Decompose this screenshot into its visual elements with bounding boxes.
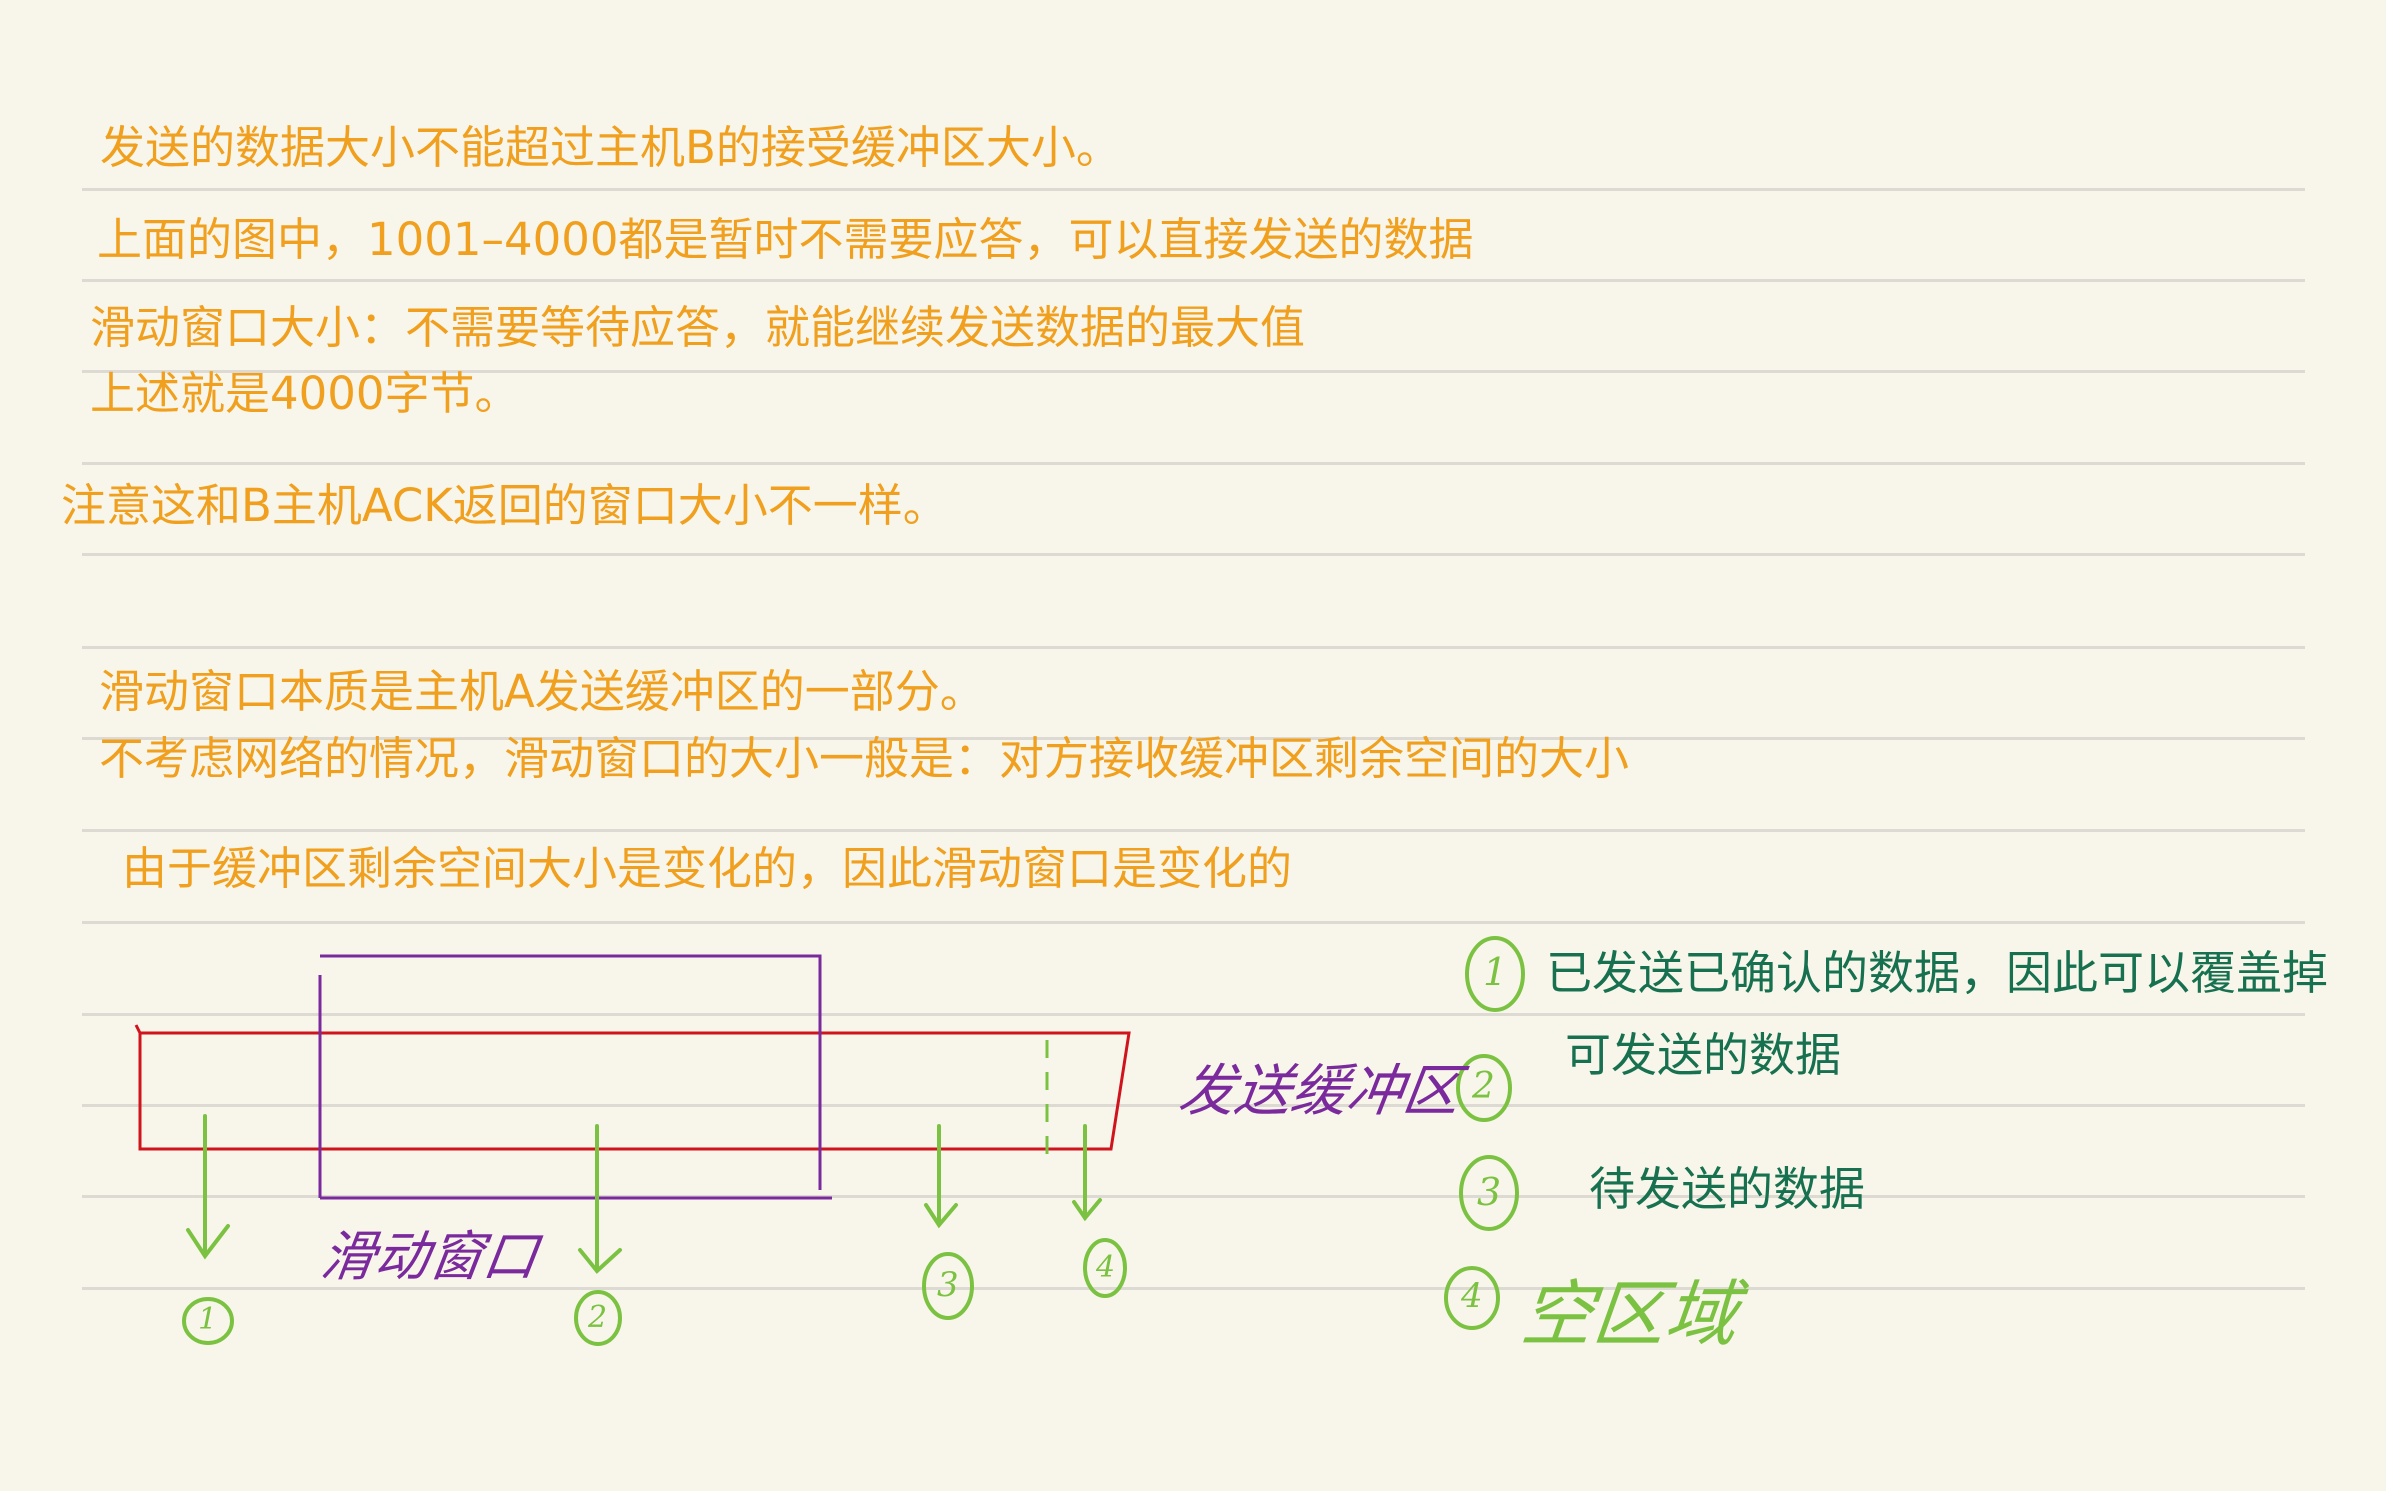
legend-marker: 4 bbox=[1461, 1276, 1483, 1316]
legend-marker: 3 bbox=[1477, 1170, 1502, 1214]
note-line: 由于缓冲区剩余空间大小是变化的，因此滑动窗口是变化的 bbox=[122, 842, 1293, 895]
send-buffer-outline bbox=[138, 1031, 1131, 1151]
ruled-line bbox=[82, 553, 2305, 556]
note-line: 发送的数据大小不能超过主机B的接受缓冲区大小。 bbox=[100, 121, 1121, 174]
legend-marker: 2 bbox=[1472, 1066, 1495, 1107]
marker-2: 2 bbox=[588, 1300, 608, 1335]
circle-marker bbox=[1456, 1054, 1512, 1122]
legend-item: 空区域 bbox=[1516, 1272, 1742, 1356]
ruled-line bbox=[82, 737, 2305, 740]
marker-1: 1 bbox=[198, 1302, 218, 1337]
circle-marker bbox=[182, 1297, 234, 1345]
circle-marker bbox=[922, 1252, 974, 1320]
legend-marker: 1 bbox=[1483, 950, 1508, 994]
note-line: 注意这和B主机ACK返回的窗口大小不一样。 bbox=[61, 479, 948, 532]
note-line: 上面的图中，1001–4000都是暂时不需要应答，可以直接发送的数据 bbox=[97, 213, 1474, 266]
ruled-line bbox=[82, 829, 2305, 832]
arrow-down-icon bbox=[578, 1124, 622, 1274]
note-line: 滑动窗口本质是主机A发送缓冲区的一部分。 bbox=[99, 665, 985, 718]
send-buffer-label: 发送缓冲区 bbox=[1174, 1059, 1464, 1124]
sliding-window-outline bbox=[320, 954, 822, 1190]
arrow-down-icon bbox=[1072, 1124, 1102, 1222]
circle-marker bbox=[1444, 1266, 1500, 1330]
ruled-line bbox=[82, 370, 2305, 373]
ruled-line bbox=[82, 462, 2305, 465]
circle-marker bbox=[1459, 1155, 1519, 1231]
ruled-line bbox=[82, 1287, 2305, 1290]
ruled-line bbox=[82, 188, 2305, 191]
ruled-line bbox=[82, 1104, 2305, 1107]
circle-marker bbox=[1465, 936, 1525, 1012]
arrow-down-icon bbox=[186, 1114, 230, 1260]
ruled-line bbox=[82, 921, 2305, 924]
marker-3: 3 bbox=[937, 1265, 959, 1305]
note-line: 上述就是4000字节。 bbox=[90, 367, 520, 420]
legend-item: 可发送的数据 bbox=[1565, 1028, 1841, 1082]
marker-4: 4 bbox=[1096, 1250, 1116, 1285]
note-line: 滑动窗口大小：不需要等待应答，就能继续发送数据的最大值 bbox=[90, 301, 1306, 354]
legend-item: 待发送的数据 bbox=[1589, 1162, 1865, 1216]
ruled-line bbox=[82, 279, 2305, 282]
note-line: 不考虑网络的情况，滑动窗口的大小一般是：对方接收缓冲区剩余空间的大小 bbox=[99, 732, 1630, 785]
ruled-line bbox=[82, 1013, 2305, 1016]
arrow-down-icon bbox=[924, 1124, 958, 1229]
ruled-line bbox=[82, 646, 2305, 649]
legend-item: 已发送已确认的数据，因此可以覆盖掉 bbox=[1546, 946, 2328, 1000]
send-buffer-tick bbox=[134, 1024, 142, 1034]
ruled-line bbox=[82, 1195, 2305, 1198]
circle-marker bbox=[574, 1290, 622, 1346]
sliding-window-label: 滑动窗口 bbox=[316, 1225, 542, 1288]
circle-marker bbox=[1083, 1238, 1127, 1298]
